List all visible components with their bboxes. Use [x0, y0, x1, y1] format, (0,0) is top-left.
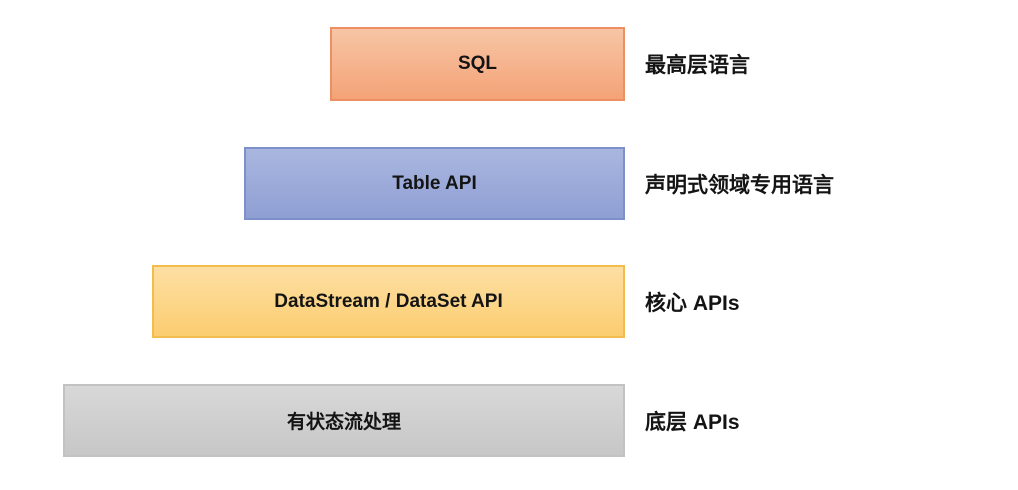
- layer-side-label-core-apis: 核心 APIs: [645, 291, 740, 315]
- layer-side-label-sql: 最高层语言: [645, 54, 750, 77]
- layer-side-label-low-level-apis: 底层 APIs: [645, 410, 740, 434]
- layer-bar-label: 有状态流处理: [286, 412, 401, 433]
- layer-bar-table-api: Table API: [244, 147, 625, 220]
- layer-bar-label: SQL: [457, 53, 498, 74]
- layer-side-label-table-api: 声明式领域专用语言: [645, 173, 834, 197]
- layer-bar-stateful-stream-processing: 有状态流处理: [63, 384, 625, 457]
- layer-bar-datastream-dataset-api: DataStream / DataSet API: [152, 265, 625, 338]
- layer-bar-label: DataStream / DataSet API: [274, 290, 503, 312]
- layer-bar-label: Table API: [392, 172, 477, 194]
- layer-bar-sql: SQL: [330, 27, 625, 101]
